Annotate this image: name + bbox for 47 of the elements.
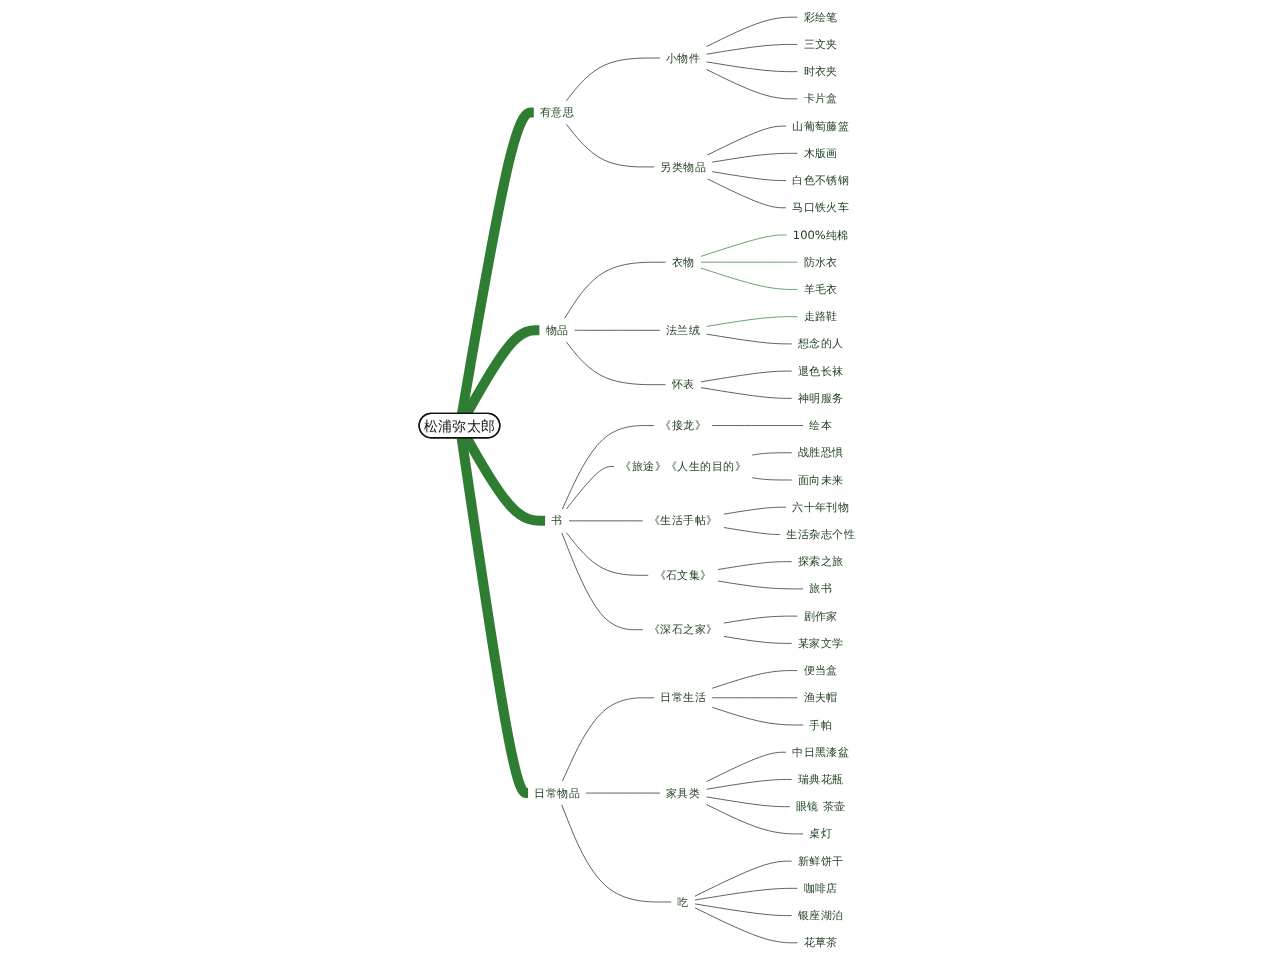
connector: [711, 706, 804, 726]
connector: [711, 670, 799, 689]
connector: [700, 234, 788, 257]
connector: [705, 333, 793, 345]
connector: [700, 387, 793, 399]
connector: [751, 477, 793, 481]
connector: [717, 580, 804, 590]
connector: [561, 531, 644, 631]
connector: [705, 316, 799, 327]
connector: [705, 68, 799, 100]
connector: [711, 171, 787, 181]
connector: [462, 325, 541, 417]
connector: [705, 804, 804, 835]
connector: [706, 178, 787, 209]
connector: [722, 615, 799, 624]
connector: [705, 44, 799, 55]
connector: [705, 61, 799, 72]
connector: [694, 907, 799, 944]
connector: [722, 527, 781, 535]
connector: [705, 796, 791, 808]
connector: [705, 751, 787, 783]
connector: [561, 425, 655, 510]
connector: [561, 804, 673, 903]
connector: [711, 425, 804, 426]
connector: [700, 370, 793, 383]
connector: [706, 125, 787, 156]
connector: [456, 437, 532, 799]
connector: [705, 779, 793, 790]
connector: [700, 267, 799, 290]
connector: [711, 152, 799, 163]
connector: [565, 466, 615, 510]
connector: [561, 697, 655, 782]
connector: [565, 123, 655, 168]
connector: [722, 506, 787, 515]
connector: [563, 261, 667, 320]
connector: [751, 452, 793, 456]
connector: [717, 561, 793, 570]
connector: [565, 57, 661, 102]
connector: [565, 341, 667, 386]
connector: [694, 888, 799, 901]
connector: [705, 16, 799, 48]
connector: [462, 435, 546, 526]
connector: [722, 635, 793, 644]
connector: [565, 531, 650, 576]
connector: [694, 903, 793, 916]
connector: [694, 860, 793, 897]
connector: [457, 107, 536, 415]
